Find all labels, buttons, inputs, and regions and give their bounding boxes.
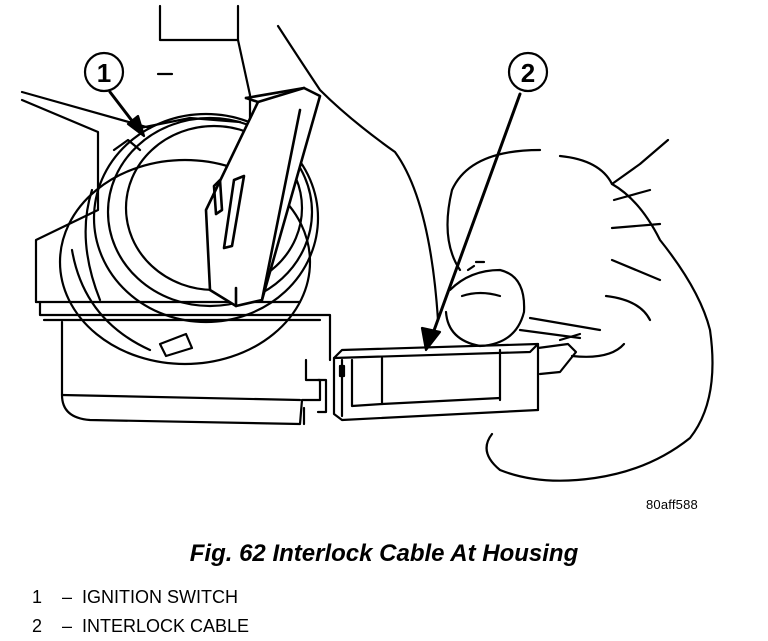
hand-drawing [276, 24, 714, 482]
legend-item: 1 – IGNITION SWITCH [32, 583, 249, 612]
legend-item-label: INTERLOCK CABLE [82, 616, 250, 636]
legend-item-separator: – [61, 587, 72, 607]
legend-item: 2 – INTERLOCK CABLE [32, 612, 249, 641]
interlock-cable-drawing [332, 332, 582, 422]
legend-item-separator: – [61, 616, 72, 636]
legend-item-label: IGNITION SWITCH [82, 587, 238, 607]
callout-legend: 1 – IGNITION SWITCH 2 – INTERLOCK CABLE [32, 583, 249, 641]
legend-item-number: 1 [32, 587, 43, 607]
callout-1: 1 [83, 51, 146, 138]
figure-code: 80aff588 [646, 497, 698, 512]
key-drawing [204, 86, 322, 308]
diagram-illustration: 1 2 [20, 4, 714, 482]
callout-2-number: 2 [521, 58, 535, 88]
callout-1-number: 1 [97, 58, 111, 88]
figure-caption: Fig. 62 Interlock Cable At Housing [189, 540, 579, 567]
legend-item-number: 2 [32, 616, 43, 636]
callout-2: 2 [420, 51, 549, 352]
